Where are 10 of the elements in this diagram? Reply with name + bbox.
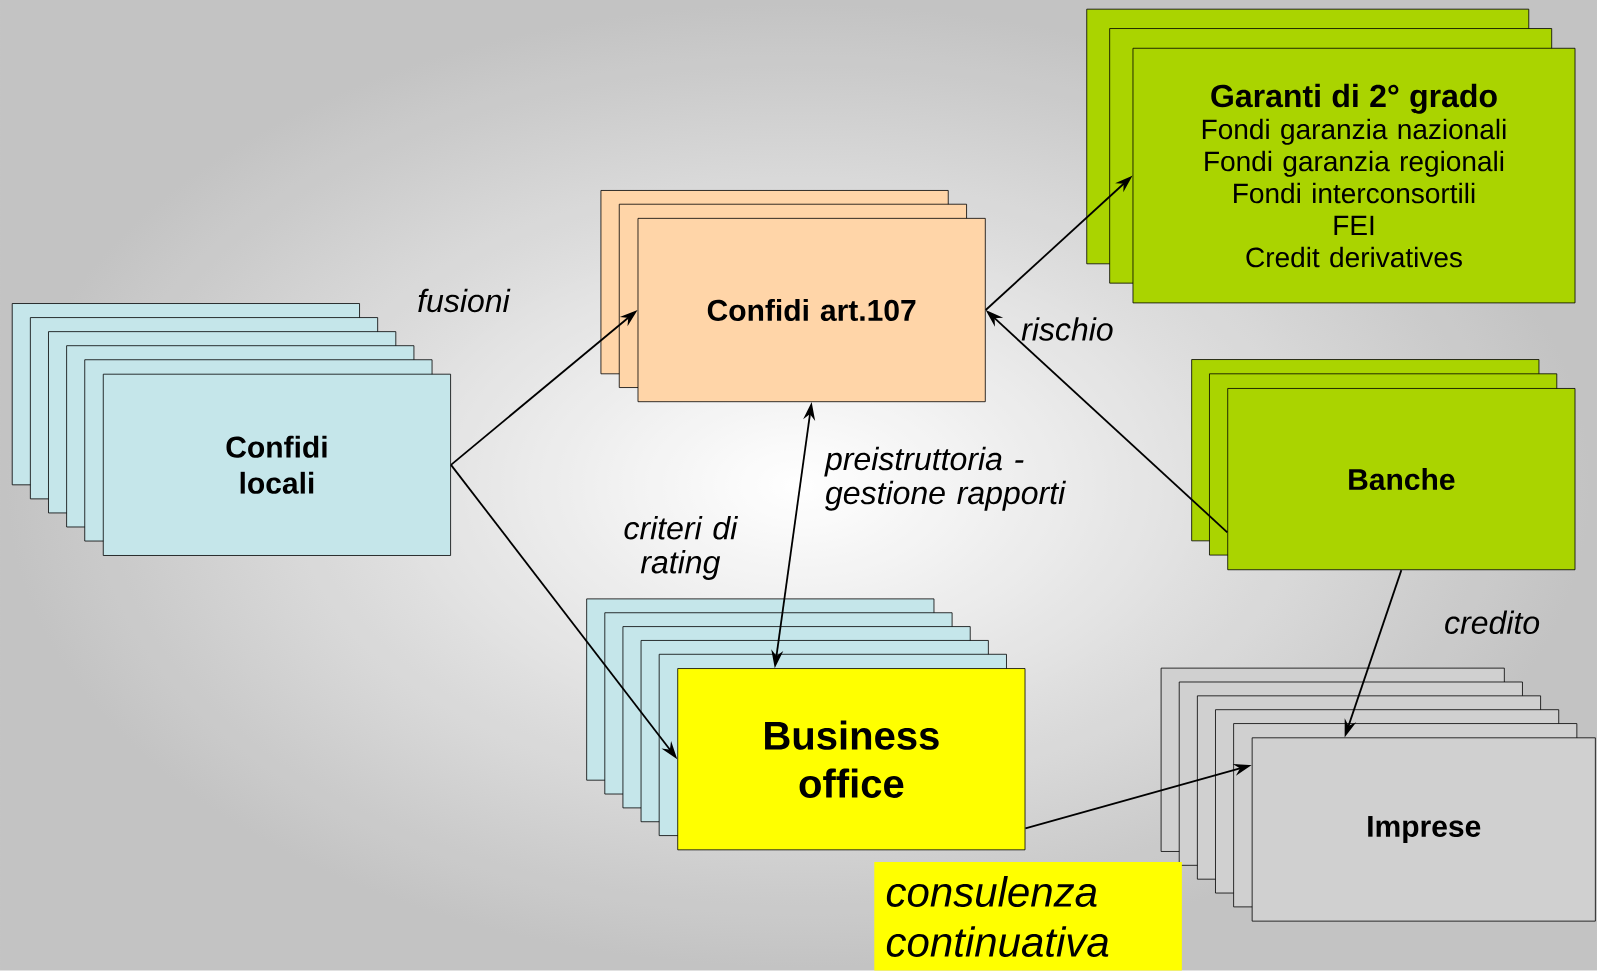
stacked-box: Garanti di 2° grado Fondi garanzia nazionali Fondi garanzia regionali Fondi interconsortili FEI Credit derivatives (1086, 8, 1576, 304)
stacked-box: Business office (586, 598, 1026, 851)
edge-label: credito (1445, 610, 1540, 635)
note-box: consulenza continuativa (874, 862, 1182, 971)
edge-label: criteri di rating (624, 516, 738, 581)
stacked-box: Imprese (1160, 667, 1596, 922)
stacked-box: Banche (1191, 359, 1576, 571)
stacked-box: Confidi art.107 (600, 190, 986, 403)
edge-label: rischio (1021, 317, 1113, 341)
edge-label: preistruttoria - gestione rapporti (824, 446, 1066, 511)
